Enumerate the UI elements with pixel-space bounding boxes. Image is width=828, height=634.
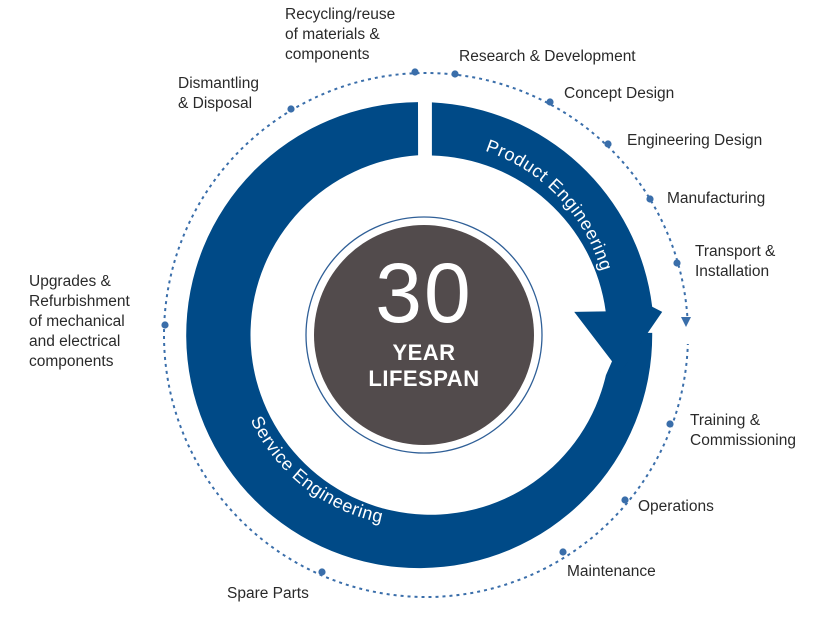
label-manufacturing: Manufacturing: [667, 190, 766, 207]
lifespan-word-year: YEAR: [392, 340, 456, 365]
product-engineering-arc: [431, 102, 663, 373]
label-transport: Transport &Installation: [695, 243, 776, 280]
dot-upgrades: [161, 321, 169, 329]
label-engineering-design: Engineering Design: [627, 132, 763, 149]
dot-manufacturing: [646, 195, 654, 203]
dot-research: [451, 70, 459, 78]
dot-maintenance: [559, 548, 567, 556]
stage-dots: [161, 68, 681, 576]
dot-operations: [621, 496, 629, 504]
dot-concept: [546, 98, 554, 106]
label-spare-parts: Spare Parts: [227, 585, 309, 602]
dot-training: [666, 420, 674, 428]
label-concept: Concept Design: [564, 85, 675, 102]
label-operations: Operations: [638, 498, 714, 515]
ring-arrowhead: [681, 317, 691, 327]
label-research: Research & Development: [459, 48, 636, 65]
dot-dismantling: [287, 105, 295, 113]
dot-spare: [318, 568, 326, 576]
lifespan-word-lifespan: LIFESPAN: [368, 366, 480, 391]
dot-recycling: [411, 68, 419, 76]
lifespan-number: 30: [375, 246, 473, 340]
label-maintenance: Maintenance: [567, 563, 656, 580]
label-dismantling: Dismantling& Disposal: [178, 75, 259, 112]
label-training: Training &Commissioning: [690, 412, 796, 449]
dot-engineering: [604, 140, 612, 148]
dot-transport: [673, 259, 681, 267]
center-disc: [314, 225, 534, 445]
